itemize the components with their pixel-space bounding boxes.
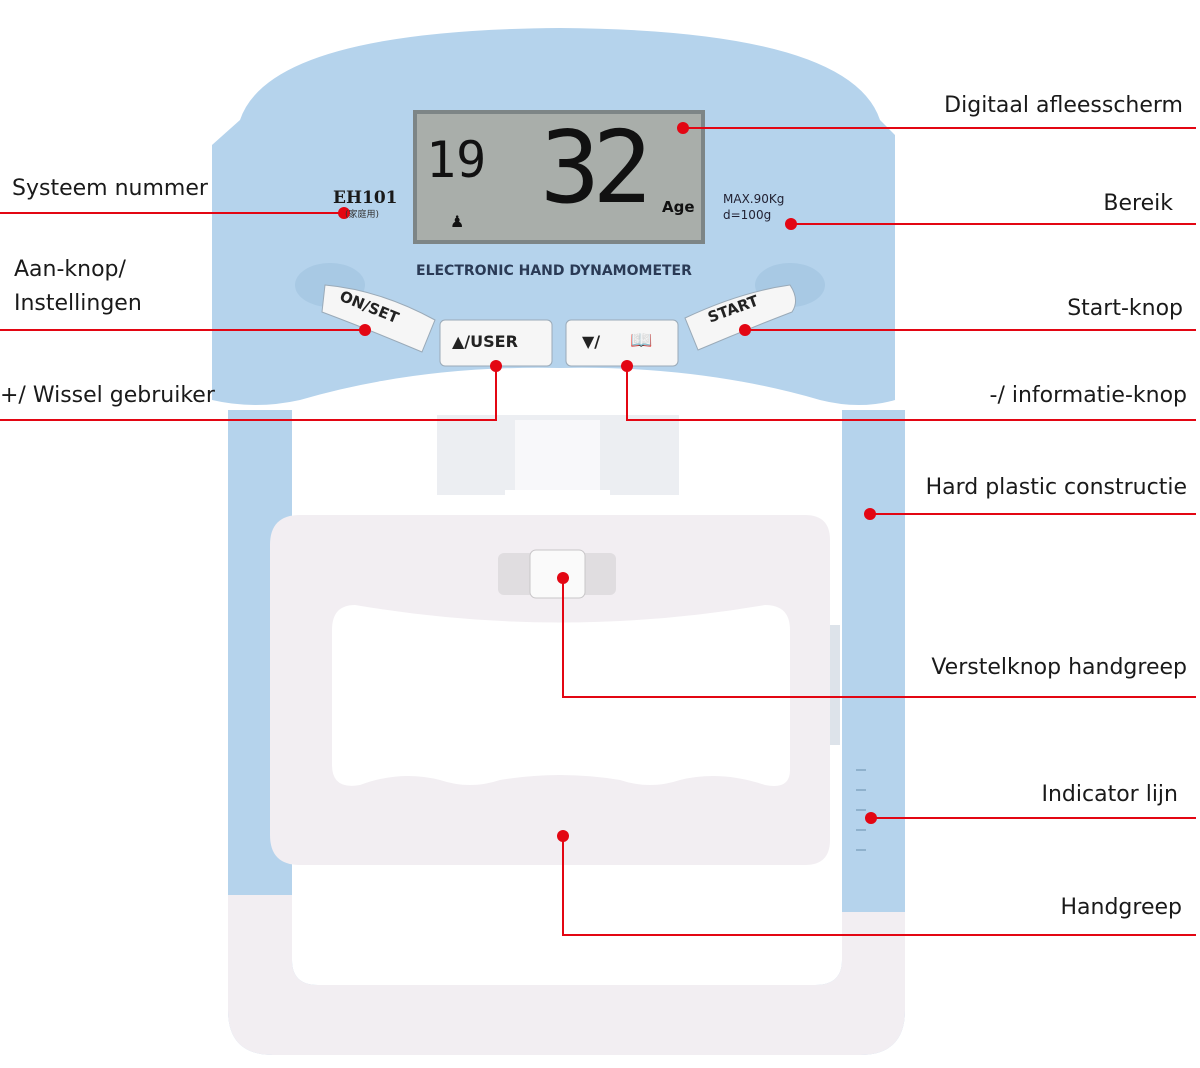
label-user-switch: +/ Wissel gebruiker (0, 383, 215, 408)
label-range: Bereik (1103, 191, 1173, 216)
label-info-button: -/ informatie-knop (989, 383, 1188, 408)
lcd-screen (413, 110, 705, 244)
device-title: ELECTRONIC HAND DYNAMOMETER (416, 263, 692, 279)
adjust-knob[interactable] (529, 549, 586, 599)
leader-dots (338, 122, 877, 842)
label-indicator: Indicator lijn (1041, 782, 1179, 807)
label-display: Digitaal afleesscherm (944, 93, 1183, 118)
model-subtitle: (家庭用) (345, 210, 380, 220)
user-label: ▲/USER (452, 332, 518, 351)
device-head (212, 28, 895, 405)
label-on-button-1: Aan-knop/ (14, 257, 126, 282)
label-on-button-2: Instellingen (14, 291, 142, 316)
frame (228, 410, 905, 1055)
leader-lines (0, 127, 1196, 936)
lcd-user-number: 19 (426, 131, 487, 189)
lcd-value: 32 (540, 109, 652, 226)
on-set-button[interactable] (321, 284, 436, 353)
stem (437, 415, 679, 530)
book-icon: 📖 (630, 330, 653, 351)
indicator-scale (856, 769, 866, 851)
handle (270, 515, 830, 865)
spec-division: d=100g (723, 208, 772, 222)
label-start-button: Start-knop (1067, 296, 1183, 321)
info-label: ▼/ (582, 332, 601, 351)
label-adjust-knob: Verstelknop handgreep (931, 655, 1187, 680)
start-button[interactable] (684, 284, 796, 351)
lcd-unit: Age (662, 198, 695, 216)
label-handle: Handgreep (1060, 895, 1183, 920)
label-system-number: Systeem nummer (12, 176, 208, 201)
model-number: EH101 (333, 188, 398, 208)
person-icon: ♟ (450, 212, 465, 231)
label-construction: Hard plastic constructie (925, 475, 1187, 500)
spec-max: MAX.90Kg (723, 192, 785, 206)
